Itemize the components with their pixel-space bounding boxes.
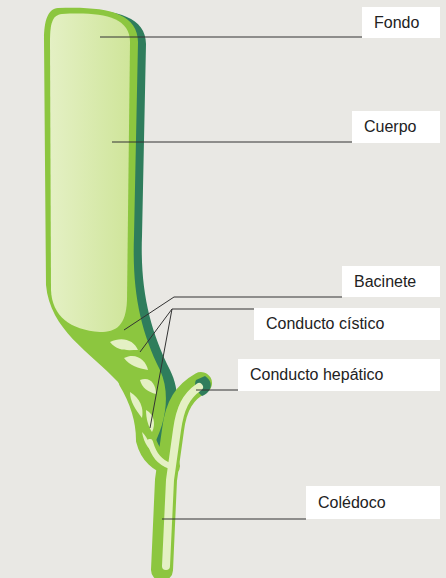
- label-box: Conducto cístico: [254, 308, 440, 340]
- part-name: Conducto cístico: [266, 314, 384, 334]
- label-box: Cuerpo: [352, 111, 440, 143]
- part-name: Conducto hepático: [250, 365, 383, 385]
- part-name: Cuerpo: [364, 117, 416, 137]
- bile-duct-wall: [162, 383, 201, 570]
- label-box: Conducto hepático: [238, 359, 440, 391]
- gallbladder-wall: [44, 8, 166, 450]
- cystic-duct-lumen: [150, 442, 170, 466]
- label-box: Bacinete: [342, 266, 440, 297]
- leader-line: [150, 309, 172, 428]
- leader-line: [196, 390, 238, 391]
- part-name: Fondo: [374, 13, 419, 33]
- label-box: Colédoco: [306, 486, 440, 519]
- bile-duct-lumen: [166, 387, 199, 566]
- gallbladder-lumen: [50, 14, 130, 332]
- leader-line: [140, 309, 254, 352]
- label-box: Fondo: [362, 7, 440, 38]
- leader-line: [100, 37, 362, 38]
- part-name: Colédoco: [318, 493, 386, 513]
- part-name: Bacinete: [354, 272, 416, 292]
- spiral-valve-folds: [110, 339, 156, 452]
- leader-line: [162, 519, 306, 520]
- leader-line: [112, 142, 352, 143]
- leader-lines: [100, 37, 362, 519]
